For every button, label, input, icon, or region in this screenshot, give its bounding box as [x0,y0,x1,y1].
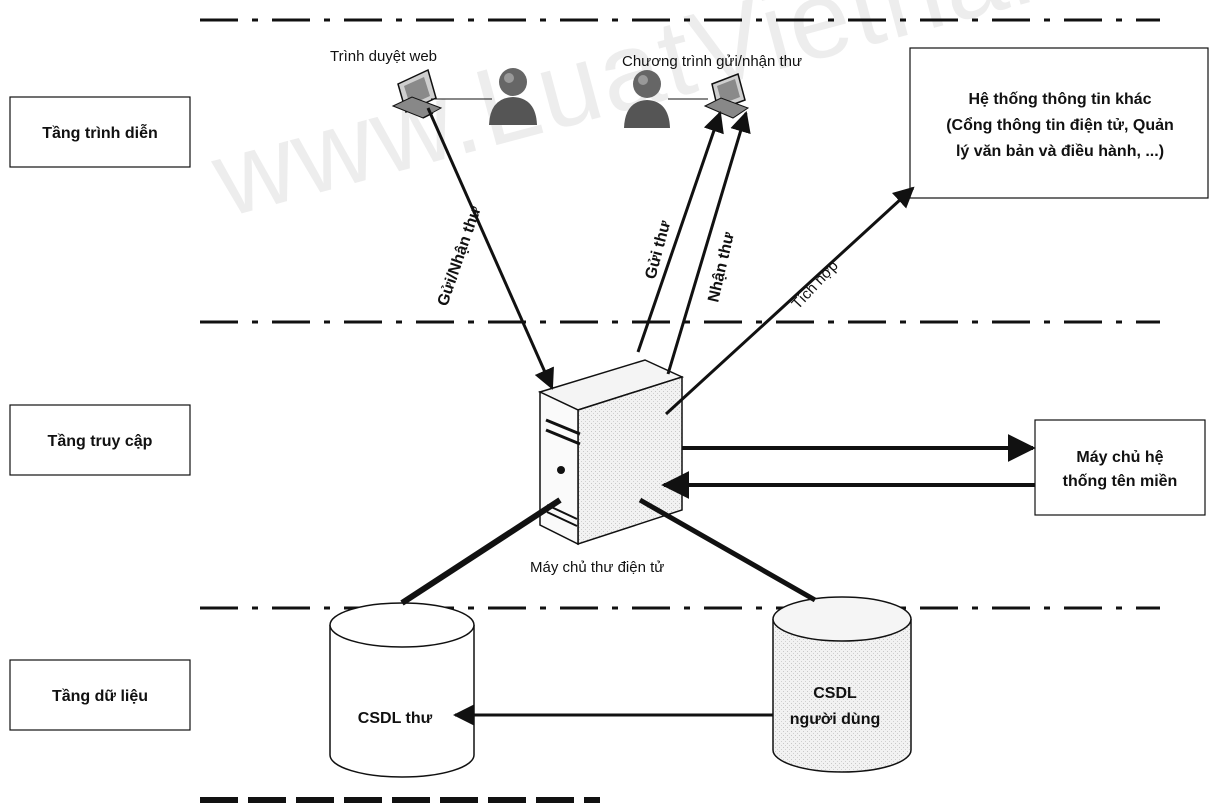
user-icon-1 [489,68,537,125]
dns-label-line1: Máy chủ hệ [1076,449,1163,466]
tier-presentation-box: Tầng trình diễn [9,96,191,168]
other-systems-line2: (Cổng thông tin điện tử, Quản [946,116,1174,134]
edge-server-to-user-db [638,497,817,603]
tier-presentation-label: Tầng trình diễn [42,123,158,142]
tier-access-label: Tầng truy cập [48,433,153,450]
edge-label-integrate: Tích hợp [788,257,841,312]
mail-client-label: Chương trình gửi/nhận thư [622,53,802,70]
browser-computer-icon [391,68,443,119]
user-database-label-line1: CSDL [813,685,857,702]
tier-data-box: Tầng dữ liệu [9,659,191,731]
dns-label-line2: thống tên miền [1063,473,1178,490]
tier-access-box: Tầng truy cập [9,404,191,476]
mail-server-icon [537,359,685,546]
mail-database-label: CSDL thư [358,710,433,727]
other-systems-line3: lý văn bản và điều hành, ...) [956,143,1164,160]
edge-label-receive: Nhận thư [705,230,738,304]
user-database-label-line2: người dùng [790,711,881,728]
user-icon-2 [624,70,670,128]
user-database-cylinder: CSDL người dùng [772,596,912,773]
browser-label: Trình duyệt web [330,48,437,65]
edge-server-to-mail-db [400,497,562,606]
other-systems-box: Hệ thống thông tin khác (Cổng thông tin … [909,47,1209,199]
mail-database-cylinder: CSDL thư [329,602,475,778]
edge-label-send-receive: Gửi/Nhận thư [435,204,485,308]
edge-label-send: Gửi thư [642,219,674,281]
edge-server-send-mail [636,111,724,353]
mail-server-label: Máy chủ thư điện tử [530,559,664,576]
dns-server-box: Máy chủ hệ thống tên miền [1034,419,1206,516]
tier-data-label: Tầng dữ liệu [52,688,148,705]
edge-server-receive-mail [666,110,751,375]
other-systems-line1: Hệ thống thông tin khác [968,91,1151,108]
edge-browser-to-server [426,107,554,390]
mail-client-computer-icon [703,73,750,119]
edge-server-integrate [664,186,915,416]
